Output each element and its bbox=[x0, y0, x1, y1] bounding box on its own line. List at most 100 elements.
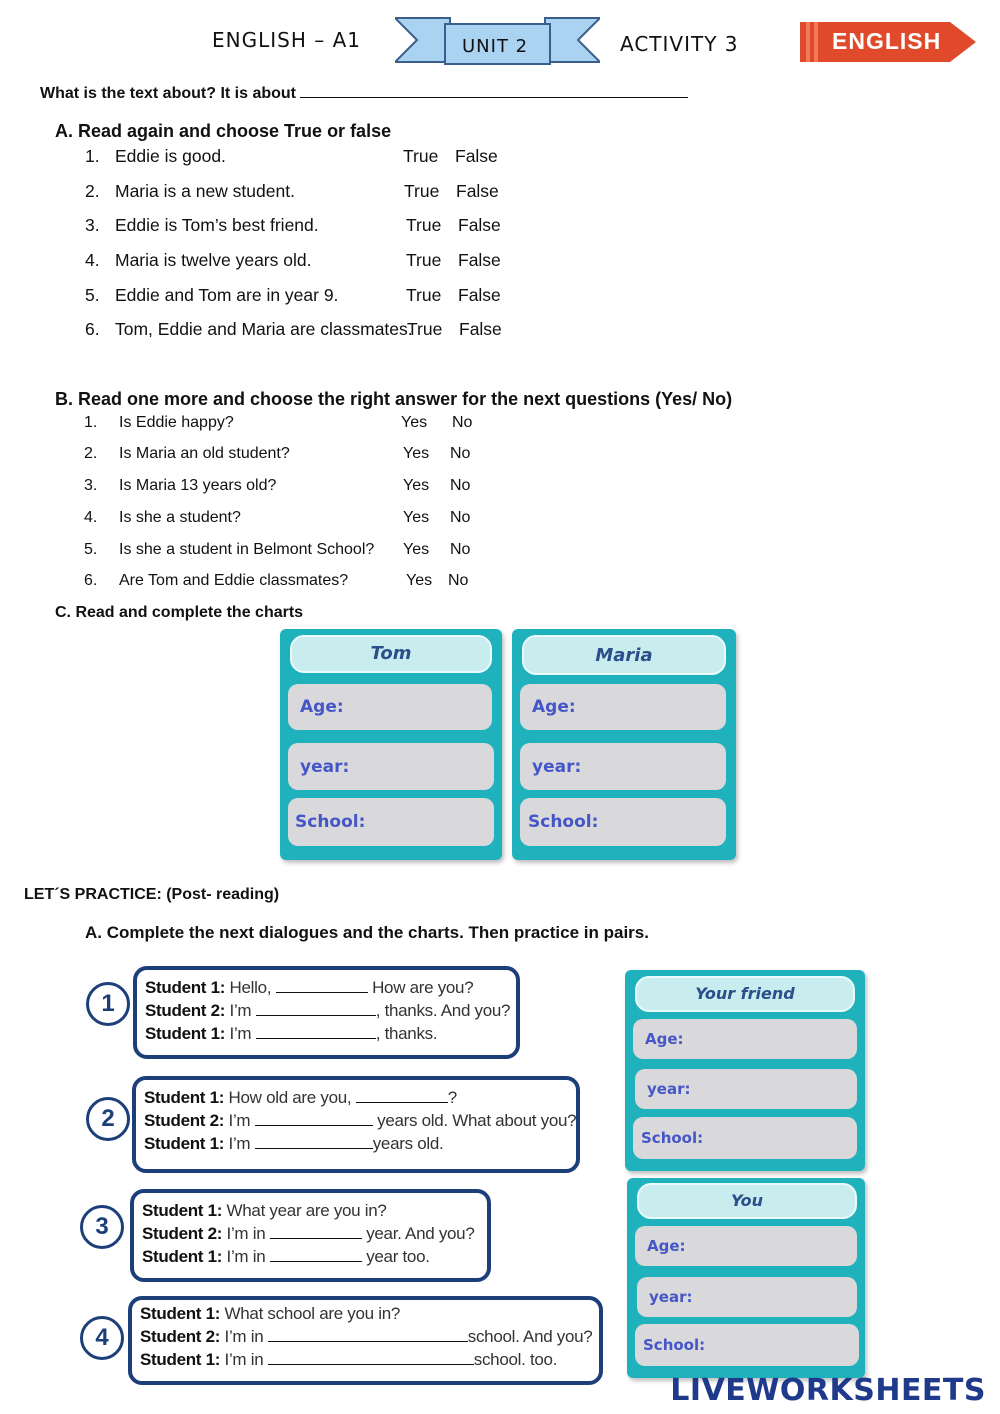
option-2[interactable]: False bbox=[459, 319, 502, 339]
option-1[interactable]: Yes bbox=[403, 445, 430, 462]
dialogue-box-3: Student 1: What year are you in? Student… bbox=[130, 1189, 491, 1282]
question-text: Is Maria an old student? bbox=[119, 445, 290, 462]
school-field[interactable]: School: bbox=[633, 1117, 857, 1159]
header-left-title: ENGLISH – A1 bbox=[212, 28, 361, 52]
dialogue-line: Student 1: How old are you, ? bbox=[144, 1088, 457, 1107]
chart-card-you: You Age: year: School: bbox=[627, 1178, 865, 1378]
option-1[interactable]: True bbox=[407, 319, 443, 339]
option-2[interactable]: False bbox=[456, 181, 499, 201]
question-number: 1. bbox=[85, 146, 100, 166]
question-number: 5. bbox=[85, 285, 100, 305]
option-2[interactable]: False bbox=[458, 285, 501, 305]
school-field[interactable]: School: bbox=[520, 798, 726, 846]
option-1[interactable]: Yes bbox=[403, 509, 430, 526]
school-field[interactable]: School: bbox=[635, 1324, 859, 1366]
question-number: 5. bbox=[84, 541, 98, 558]
question-number: 2. bbox=[84, 445, 98, 462]
question-text: Are Tom and Eddie classmates? bbox=[119, 572, 349, 589]
question-number: 4. bbox=[84, 509, 98, 526]
option-1[interactable]: Yes bbox=[403, 541, 430, 558]
answer-blank[interactable] bbox=[255, 1015, 376, 1016]
dialogue-line: Student 2: I’m , thanks. And you? bbox=[145, 1001, 511, 1020]
answer-blank[interactable] bbox=[269, 1261, 362, 1262]
option-1[interactable]: True bbox=[406, 250, 442, 270]
option-2[interactable]: False bbox=[455, 146, 498, 166]
option-2[interactable]: No bbox=[452, 414, 473, 431]
option-2[interactable]: No bbox=[450, 477, 471, 494]
dialogue-line: Student 2: I’m in school. And you? bbox=[140, 1327, 593, 1346]
option-1[interactable]: True bbox=[406, 285, 442, 305]
dialogue-number-badge: 2 bbox=[86, 1097, 130, 1141]
section-b-title: B. Read one more and choose the right an… bbox=[55, 389, 733, 409]
age-field[interactable]: Age: bbox=[633, 1019, 857, 1059]
option-1[interactable]: Yes bbox=[406, 572, 433, 589]
dialogue-number-badge: 1 bbox=[86, 982, 130, 1026]
dialogue-box-2: Student 1: How old are you, ? Student 2:… bbox=[132, 1076, 580, 1173]
question-text: Is she a student? bbox=[119, 509, 241, 526]
age-field[interactable]: Age: bbox=[288, 684, 492, 730]
question-text: Is Eddie happy? bbox=[119, 414, 234, 431]
question-number: 1. bbox=[84, 414, 98, 431]
dialogue-line: Student 2: I’m in year. And you? bbox=[142, 1224, 475, 1243]
chart-card-maria: Maria Age: year: School: bbox=[512, 629, 736, 860]
option-2[interactable]: No bbox=[450, 445, 471, 462]
school-field[interactable]: School: bbox=[288, 798, 494, 846]
option-1[interactable]: Yes bbox=[401, 414, 428, 431]
dialogue-line: Student 1: I’m in school. too. bbox=[140, 1350, 558, 1369]
question-text: Eddie is good. bbox=[115, 146, 226, 166]
dialogue-box-4: Student 1: What school are you in? Stude… bbox=[128, 1296, 603, 1385]
question-text: Is Maria 13 years old? bbox=[119, 477, 277, 494]
answer-blank[interactable] bbox=[275, 992, 368, 993]
question-number: 6. bbox=[84, 572, 98, 589]
answer-blank[interactable] bbox=[355, 1102, 448, 1103]
age-field[interactable]: Age: bbox=[520, 684, 726, 730]
year-field[interactable]: year: bbox=[520, 743, 726, 790]
dialogue-line: Student 2: I’m years old. What about you… bbox=[144, 1111, 577, 1130]
section-c-title: C. Read and complete the charts bbox=[55, 604, 304, 621]
option-1[interactable]: True bbox=[404, 181, 440, 201]
option-2[interactable]: No bbox=[450, 509, 471, 526]
option-1[interactable]: True bbox=[406, 215, 442, 235]
question-text: Tom, Eddie and Maria are classmates. bbox=[115, 319, 413, 339]
year-field[interactable]: year: bbox=[288, 743, 494, 790]
option-1[interactable]: Yes bbox=[403, 477, 430, 494]
answer-blank[interactable] bbox=[267, 1364, 474, 1365]
question-text: Is she a student in Belmont School? bbox=[119, 541, 375, 558]
dialogue-line: Student 1: What year are you in? bbox=[142, 1201, 387, 1220]
option-1[interactable]: True bbox=[403, 146, 439, 166]
dialogue-number-badge: 4 bbox=[80, 1316, 124, 1360]
option-2[interactable]: False bbox=[458, 215, 501, 235]
section-a-title: A. Read again and choose True or false bbox=[55, 121, 392, 141]
english-badge-label: ENGLISH bbox=[832, 28, 942, 54]
question-number: 3. bbox=[85, 215, 100, 235]
dialogue-line: Student 1: Hello, How are you? bbox=[145, 978, 474, 997]
answer-blank[interactable] bbox=[254, 1148, 373, 1149]
chart-card-tom: Tom Age: year: School: bbox=[280, 629, 502, 860]
option-2[interactable]: False bbox=[458, 250, 501, 270]
option-2[interactable]: No bbox=[448, 572, 469, 589]
answer-blank[interactable] bbox=[269, 1238, 362, 1239]
year-field[interactable]: year: bbox=[637, 1277, 857, 1317]
question-text: Maria is twelve years old. bbox=[115, 250, 312, 270]
chart-card-your-friend: Your friend Age: year: School: bbox=[625, 970, 865, 1171]
question-text: Eddie is Tom’s best friend. bbox=[115, 215, 319, 235]
option-2[interactable]: No bbox=[450, 541, 471, 558]
answer-blank[interactable] bbox=[254, 1125, 373, 1126]
question-text: Maria is a new student. bbox=[115, 181, 295, 201]
dialogue-line: Student 1: I’m in year too. bbox=[142, 1247, 430, 1266]
year-field[interactable]: year: bbox=[635, 1069, 857, 1109]
card-title: Maria bbox=[522, 635, 726, 675]
dialogue-box-1: Student 1: Hello, How are you? Student 2… bbox=[133, 966, 520, 1059]
question-number: 6. bbox=[85, 319, 100, 339]
card-title: Your friend bbox=[635, 976, 855, 1012]
intro-answer-blank[interactable] bbox=[300, 97, 689, 98]
intro-question: What is the text about? It is about bbox=[40, 85, 689, 103]
practice-instruction: A. Complete the next dialogues and the c… bbox=[85, 923, 649, 942]
age-field[interactable]: Age: bbox=[635, 1226, 857, 1266]
answer-blank[interactable] bbox=[267, 1341, 468, 1342]
question-number: 3. bbox=[84, 477, 98, 494]
card-title: You bbox=[637, 1183, 857, 1219]
activity-label: ACTIVITY 3 bbox=[620, 32, 739, 56]
answer-blank[interactable] bbox=[255, 1038, 376, 1039]
question-number: 2. bbox=[85, 181, 100, 201]
